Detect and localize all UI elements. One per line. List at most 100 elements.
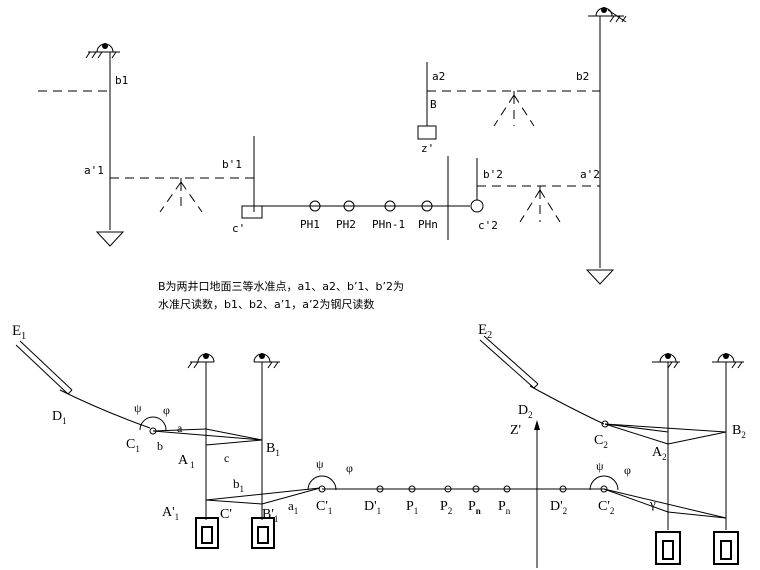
label-D1-prime: D'1 [364, 499, 381, 516]
A1p-to-B1p [205, 499, 263, 505]
label-B: B [430, 98, 437, 111]
c2-to-A2 [604, 423, 669, 433]
label-a2: a2 [432, 70, 445, 83]
B1p-to-C1p [261, 487, 321, 505]
label-b1: b1 [115, 74, 128, 87]
A1-to-B1-lower [205, 439, 263, 446]
c2-to-B2 [604, 423, 727, 433]
c1-to-A1 [152, 428, 207, 432]
label-B1-prime: B'1 [262, 507, 278, 524]
label-phi-3: φ [624, 463, 631, 477]
pn-point [503, 485, 511, 493]
label-Z-prime: Z' [510, 423, 521, 438]
left-shaft-B-hook [253, 353, 280, 369]
z-prime-arrowhead [534, 420, 540, 430]
c1p-angle-arc [307, 475, 337, 491]
left-damping-bucket-A [195, 517, 219, 549]
label-C2-prime: C'2 [598, 499, 614, 516]
label-phi-1: φ [163, 403, 170, 417]
top-leveling-diagram: b1 a'1 b'1 c' PH1 PH2 PHn-1 PHn c'2 b'2 … [38, 7, 627, 311]
label-phn-1: PHn-1 [372, 218, 405, 231]
right-damping-bucket-A [655, 531, 681, 565]
p1-point [408, 485, 416, 493]
label-D2: D2 [518, 403, 533, 420]
label-psi-3: ψ [596, 459, 604, 473]
right-shaft-A-hook [652, 353, 680, 369]
phn-point [421, 200, 433, 212]
label-c-prime: c' [232, 222, 245, 235]
left-plumb-weight [95, 231, 125, 247]
label-b1-prime: b'1 [222, 158, 242, 171]
label-Pn: Pn [498, 499, 511, 516]
label-C-prime: C' [220, 507, 232, 522]
arrow-E2 [479, 335, 539, 389]
label-D1: D1 [52, 409, 67, 426]
line-E2-C2 [529, 385, 605, 425]
label-ph2: PH2 [336, 218, 356, 231]
right-shaft-B-hook [712, 353, 744, 369]
label-a1-lower: a1 [288, 498, 298, 516]
point-c-prime-box [241, 205, 263, 219]
label-C1: C1 [126, 437, 140, 454]
label-phi-2: φ [346, 461, 353, 475]
label-z-prime: z' [421, 142, 434, 155]
caption-line-1: B为两井口地面三等水准点，a1、a2、b’1、b’2为 [158, 279, 404, 293]
label-ph1: PH1 [300, 218, 320, 231]
c1-angle-arc [139, 416, 167, 431]
A2p-to-B2p [667, 511, 727, 519]
label-Pn-1: Pn [468, 499, 481, 516]
label-C1-prime: C'1 [316, 499, 332, 516]
label-gamma: γ [649, 496, 656, 511]
A1p-to-C1p [205, 487, 321, 501]
label-P2: P2 [440, 499, 452, 516]
label-c2-prime: c'2 [478, 219, 498, 232]
label-b2-prime: b'2 [483, 168, 503, 181]
left-damping-bucket-B [251, 517, 275, 549]
label-A2: A2 [652, 445, 667, 462]
label-phn: PHn [418, 218, 438, 231]
left-sheave-hook [85, 43, 120, 59]
label-B1: B1 [266, 441, 280, 458]
arrow-E1 [15, 340, 73, 395]
c2p-to-B2p [603, 488, 727, 519]
d2p-point [559, 485, 567, 493]
c2-to-A2-lower [604, 423, 669, 445]
phn-1-point [384, 200, 396, 212]
left-shaft-A-hook [187, 353, 215, 369]
label-b1-lower: b1 [233, 476, 244, 494]
label-B2: B2 [732, 423, 746, 440]
label-psi-1: ψ [134, 401, 142, 415]
point-c2-prime [470, 199, 484, 213]
label-a2-prime: a'2 [580, 168, 600, 181]
label-E1: E1 [12, 323, 26, 342]
level-instrument-upper-right [493, 91, 535, 127]
d1p-point [376, 485, 384, 493]
label-psi-2: ψ [316, 457, 324, 471]
right-damping-bucket-B [713, 531, 739, 565]
p2-point [444, 485, 452, 493]
A2-to-B2 [667, 431, 727, 445]
label-c: c [224, 451, 229, 465]
label-D2-prime: D'2 [550, 499, 567, 516]
c2p-angle-arc [589, 475, 619, 491]
ph1-point [309, 200, 321, 212]
caption-line-2: 水准尺读数，b1、b2、a’1，a’2为钢尺读数 [158, 297, 374, 311]
label-A1-prime: A'1 [162, 505, 179, 522]
right-sheave-hook [588, 7, 627, 23]
label-C2: C2 [594, 433, 608, 450]
label-b: b [157, 439, 163, 453]
pn1-point [472, 485, 480, 493]
label-E2: E2 [478, 322, 492, 341]
label-P1: P1 [406, 499, 418, 516]
c1-to-B1 [152, 430, 263, 441]
c2p-to-A2p [603, 488, 669, 513]
A1-to-B1 [205, 428, 263, 441]
label-b2: b2 [576, 70, 589, 83]
label-a: a [177, 421, 183, 435]
ph2-point [343, 200, 355, 212]
label-a1-prime: a'1 [84, 164, 104, 177]
level-instrument-lower-right [519, 186, 561, 223]
